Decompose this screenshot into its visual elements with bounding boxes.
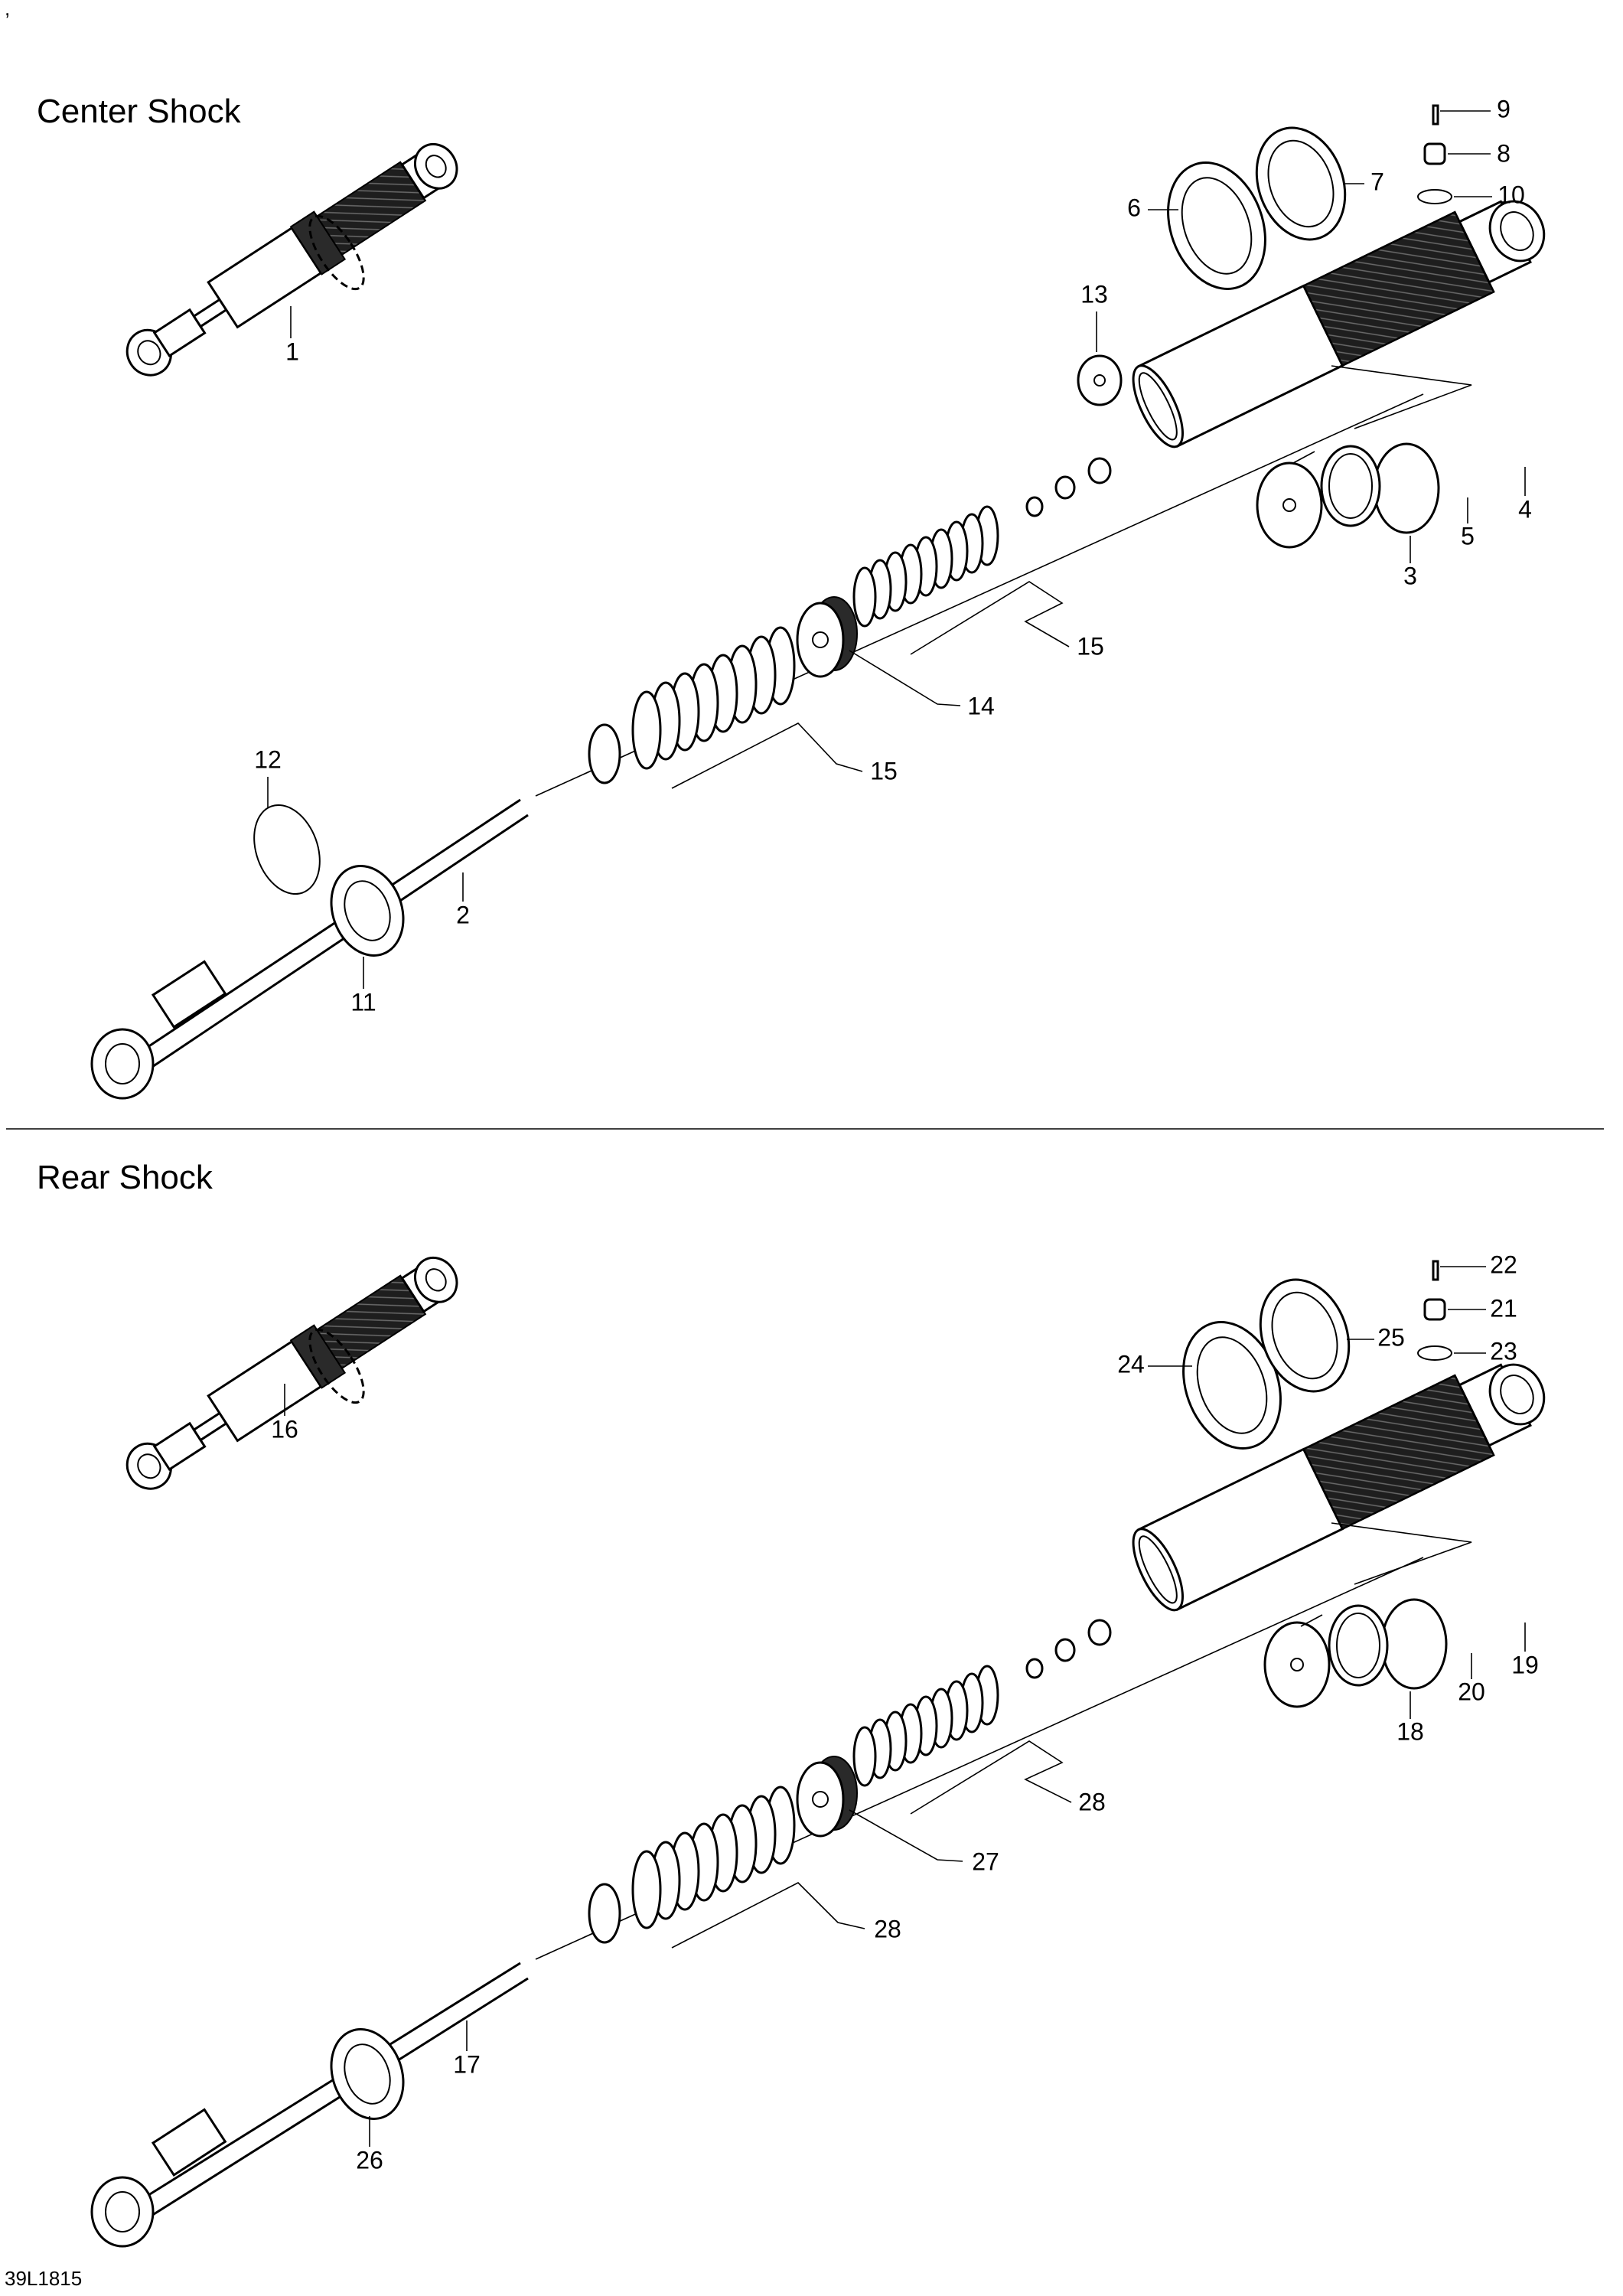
section-rear-shock: Rear Shock [37, 1159, 1546, 2248]
shim-stack-lower-illustration [631, 626, 796, 770]
ring-inner [1181, 177, 1253, 275]
bracket-leader [1331, 1522, 1472, 1585]
callout-28-upper: 28 [1078, 1788, 1106, 1815]
drawing-code: 39L1815 [5, 2267, 82, 2290]
stray-mark: , [5, 0, 10, 20]
bracket-leader [1300, 1614, 1323, 1627]
ring-inner [1271, 1291, 1338, 1380]
o-ring-10-illustration [1417, 189, 1452, 204]
callout-15-lower: 15 [870, 757, 898, 784]
callout-11: 11 [350, 988, 376, 1016]
shock-body-illustration [1132, 1363, 1546, 1612]
piston-hole [1290, 1658, 1304, 1671]
callout-17: 17 [453, 2050, 481, 2078]
ring-inner [1196, 1336, 1268, 1434]
leader-line [910, 581, 1070, 655]
valve-21-illustration [1423, 1298, 1446, 1321]
callouts: 1 2 3 4 5 6 7 8 9 10 11 12 13 [254, 95, 1532, 1016]
callout-15-upper: 15 [1077, 632, 1104, 660]
callout-23: 23 [1490, 1337, 1517, 1365]
washer-hole [1093, 374, 1106, 386]
shim-stack-upper-illustration [852, 1665, 999, 1787]
callout-28-lower: 28 [874, 1915, 901, 1942]
callout-2: 2 [456, 901, 470, 928]
screw-22-illustration [1432, 1260, 1439, 1281]
callout-1: 1 [285, 338, 299, 365]
bracket-leader [1292, 451, 1315, 464]
washer-illustration [588, 1883, 621, 1944]
washer-illustration [1054, 475, 1076, 500]
assembled-shock-illustration [125, 1256, 458, 1490]
o-ring-23-illustration [1417, 1345, 1452, 1361]
washer-illustration [1025, 496, 1044, 517]
callout-27: 27 [972, 1848, 999, 1875]
callout-8: 8 [1497, 139, 1511, 167]
shock-body-illustration [1132, 200, 1546, 448]
valve-8-illustration [1423, 142, 1446, 165]
callout-10: 10 [1498, 181, 1525, 208]
assembled-shock-illustration [125, 142, 458, 377]
callout-16: 16 [271, 1415, 298, 1443]
callout-26: 26 [356, 2146, 383, 2174]
section-title: Center Shock [37, 93, 242, 130]
piston-hole [1282, 498, 1296, 512]
callout-12: 12 [254, 745, 282, 773]
section-center-shock: Center Shock [37, 93, 1546, 1100]
washer-illustration [1054, 1638, 1076, 1662]
shim-stack-upper-illustration [852, 505, 999, 628]
callout-14: 14 [967, 692, 995, 719]
ring-inner [1328, 453, 1373, 519]
callout-4: 4 [1518, 495, 1532, 523]
callout-6: 6 [1127, 194, 1141, 221]
leader-line [849, 650, 961, 706]
callout-24: 24 [1117, 1350, 1145, 1378]
callout-25: 25 [1377, 1323, 1405, 1351]
callout-21: 21 [1490, 1294, 1517, 1322]
callout-3: 3 [1403, 562, 1417, 589]
ring-12-illustration [253, 804, 321, 895]
callout-22: 22 [1490, 1251, 1517, 1278]
callout-20: 20 [1458, 1678, 1485, 1705]
callouts: 16 17 18 19 20 21 22 23 24 25 26 27 [271, 1251, 1539, 2174]
rod-assembly-illustration [90, 798, 529, 1100]
bleed-cap-19-illustration [1380, 1598, 1448, 1690]
bracket-leader [1331, 365, 1472, 429]
leader-line [849, 1809, 963, 1862]
leader-line [671, 1882, 865, 1949]
nut-illustration [1087, 1619, 1112, 1646]
shim-stack-lower-illustration [631, 1786, 796, 1929]
callout-5: 5 [1461, 522, 1475, 550]
ring-inner [1336, 1613, 1380, 1678]
bleed-cap-4-illustration [1373, 442, 1440, 534]
piston-illustration [796, 1756, 858, 1838]
callout-7: 7 [1370, 168, 1384, 195]
leader-line [671, 722, 863, 789]
section-title: Rear Shock [37, 1159, 213, 1196]
washer-illustration [588, 723, 621, 784]
washer-illustration [1025, 1658, 1044, 1679]
ring-inner [1267, 139, 1335, 228]
nut-illustration [1087, 457, 1112, 484]
callout-9: 9 [1497, 95, 1511, 122]
callout-18: 18 [1396, 1717, 1424, 1745]
callout-19: 19 [1511, 1651, 1539, 1678]
callout-13: 13 [1080, 280, 1108, 308]
piston-illustration [796, 596, 858, 678]
leader-line [910, 1740, 1072, 1815]
rod-assembly-illustration [90, 1962, 529, 2248]
screw-9-illustration [1432, 104, 1439, 126]
